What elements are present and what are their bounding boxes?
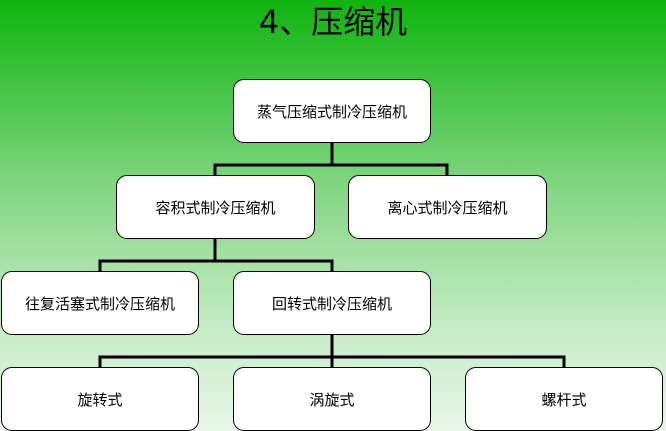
node-centrifugal-compressor: 离心式制冷压缩机 [348, 175, 547, 239]
node-scroll: 涡旋式 [233, 367, 431, 431]
node-label: 螺杆式 [541, 390, 587, 409]
node-label: 涡旋式 [309, 390, 355, 409]
node-label: 回转式制冷压缩机 [271, 294, 392, 313]
node-label: 蒸气压缩式制冷压缩机 [256, 102, 407, 121]
node-rotary-compressor: 回转式制冷压缩机 [233, 271, 431, 335]
node-screw: 螺杆式 [465, 367, 663, 431]
node-rotary-vane: 旋转式 [1, 367, 199, 431]
node-label: 往复活塞式制冷压缩机 [24, 294, 175, 313]
node-label: 旋转式 [77, 390, 123, 409]
node-reciprocating-compressor: 往复活塞式制冷压缩机 [1, 271, 199, 335]
node-label: 容积式制冷压缩机 [155, 198, 276, 217]
node-label: 离心式制冷压缩机 [387, 198, 508, 217]
page-title: 4、压缩机 [258, 3, 408, 41]
node-volumetric-compressor: 容积式制冷压缩机 [116, 175, 315, 239]
node-vapor-compression-compressor: 蒸气压缩式制冷压缩机 [233, 79, 431, 143]
